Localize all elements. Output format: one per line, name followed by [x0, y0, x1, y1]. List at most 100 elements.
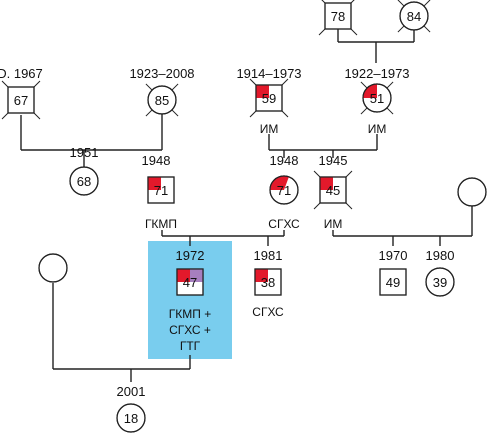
person-mid-woman: 51 [360, 81, 394, 115]
symbol-outline [319, 176, 347, 204]
person-gm-paternal: 84 [397, 0, 431, 33]
deceased-mark [345, 170, 353, 178]
variant-fill [190, 269, 203, 282]
deceased-mark [313, 170, 321, 178]
affected-fill [148, 177, 161, 190]
person-left-man: 67 [1, 80, 41, 120]
symbol-outline [116, 403, 146, 433]
age-label: 47 [183, 275, 197, 290]
deceased-mark [321, 0, 326, 4]
deceased-mark [1, 112, 9, 120]
year-mid-woman: 1922–1973 [344, 66, 409, 81]
affected-fill [177, 269, 190, 282]
year-mid-man: 1914–1973 [236, 66, 301, 81]
deceased-mark [33, 112, 41, 120]
person-gf-paternal: 78 [318, 0, 358, 36]
age-label: 71 [154, 183, 168, 198]
deceased-mark [386, 107, 394, 115]
deceased-mark [386, 81, 394, 89]
symbol-outline [38, 253, 68, 283]
person-proband-spouse [38, 253, 68, 283]
age-label: 51 [370, 91, 384, 106]
diagnosis-labels: ИМ ИМ ГКМП СГХС ИМ СГХС ГКМП + СГХС + ГТ… [145, 122, 386, 353]
deceased-mark [423, 0, 431, 7]
deceased-mark [249, 110, 257, 118]
person-sibling: 38 [254, 268, 282, 296]
year-uncle: 1945 [319, 153, 348, 168]
person-aunt-spouse [457, 177, 487, 207]
person-mid-man: 59 [249, 78, 289, 118]
person-cousin-2: 39 [425, 267, 455, 297]
deceased-mark [360, 107, 368, 115]
symbol-outline [176, 268, 204, 296]
label-proband-line3: ГТГ [180, 339, 201, 353]
deceased-mark [423, 25, 431, 33]
person-uncle: 45 [313, 170, 353, 210]
label-sibling: СГХС [252, 305, 284, 319]
person-child-68: 68 [69, 166, 99, 196]
deceased-mark [1, 80, 9, 88]
age-label: 78 [331, 9, 345, 24]
affected-fill [256, 85, 269, 98]
deceased-mark [249, 78, 257, 86]
label-mid-man: ИМ [260, 122, 279, 136]
year-proband: 1972 [176, 248, 205, 263]
deceased-mark [345, 202, 353, 210]
deceased-mark [397, 25, 405, 33]
label-uncle: ИМ [324, 217, 343, 231]
person-left-woman: 85 [145, 83, 179, 117]
deceased-mark [171, 109, 179, 117]
age-label: 85 [155, 93, 169, 108]
year-left-couple: 1951 [70, 145, 99, 160]
symbol-outline [324, 2, 352, 30]
deceased-mark [145, 83, 153, 91]
symbol-outline [147, 85, 177, 115]
deceased-mark [145, 109, 153, 117]
deceased-mark [397, 0, 405, 7]
symbol-outline [362, 83, 392, 113]
deceased-mark [318, 28, 326, 36]
deceased-mark [350, 0, 355, 4]
year-labels: D. 1967 1923–2008 1914–1973 1922–1973 19… [0, 66, 454, 399]
affected-fill [320, 177, 333, 190]
symbol-outline [7, 86, 35, 114]
symbol-outline [379, 268, 407, 296]
year-grandchild: 2001 [117, 384, 146, 399]
year-left-man: D. 1967 [0, 66, 43, 81]
symbol-outline [254, 268, 282, 296]
symbol-outline [269, 175, 299, 205]
year-father: 1948 [142, 153, 171, 168]
deceased-mark [281, 78, 289, 86]
deceased-mark [350, 28, 358, 36]
age-label: 49 [386, 275, 400, 290]
age-label: 84 [407, 9, 421, 24]
symbol-outline [255, 84, 283, 112]
year-sibling: 1981 [254, 248, 283, 263]
symbol-outline [457, 177, 487, 207]
person-mother: 71 [269, 175, 299, 205]
person-grandchild: 18 [116, 403, 146, 433]
deceased-mark [360, 81, 368, 89]
deceased-mark [313, 202, 321, 210]
age-label: 67 [14, 93, 28, 108]
year-cousin-1: 1970 [379, 248, 408, 263]
label-father: ГКМП [145, 217, 177, 231]
label-proband-line1: ГКМП + [169, 307, 211, 321]
age-label: 71 [277, 183, 291, 198]
deceased-mark [171, 83, 179, 91]
age-label: 68 [77, 174, 91, 189]
person-cousin-1: 49 [379, 268, 407, 296]
age-label: 18 [124, 411, 138, 426]
deceased-mark [33, 80, 41, 88]
label-proband-line2: СГХС + [169, 323, 211, 337]
age-label: 59 [262, 91, 276, 106]
pedigree-lines [20, 24, 473, 382]
symbol-outline [69, 166, 99, 196]
deceased-mark [281, 110, 289, 118]
person-father: 71 [147, 176, 175, 204]
symbol-outline [399, 1, 429, 31]
label-mother: СГХС [268, 217, 300, 231]
year-cousin-2: 1980 [426, 248, 455, 263]
